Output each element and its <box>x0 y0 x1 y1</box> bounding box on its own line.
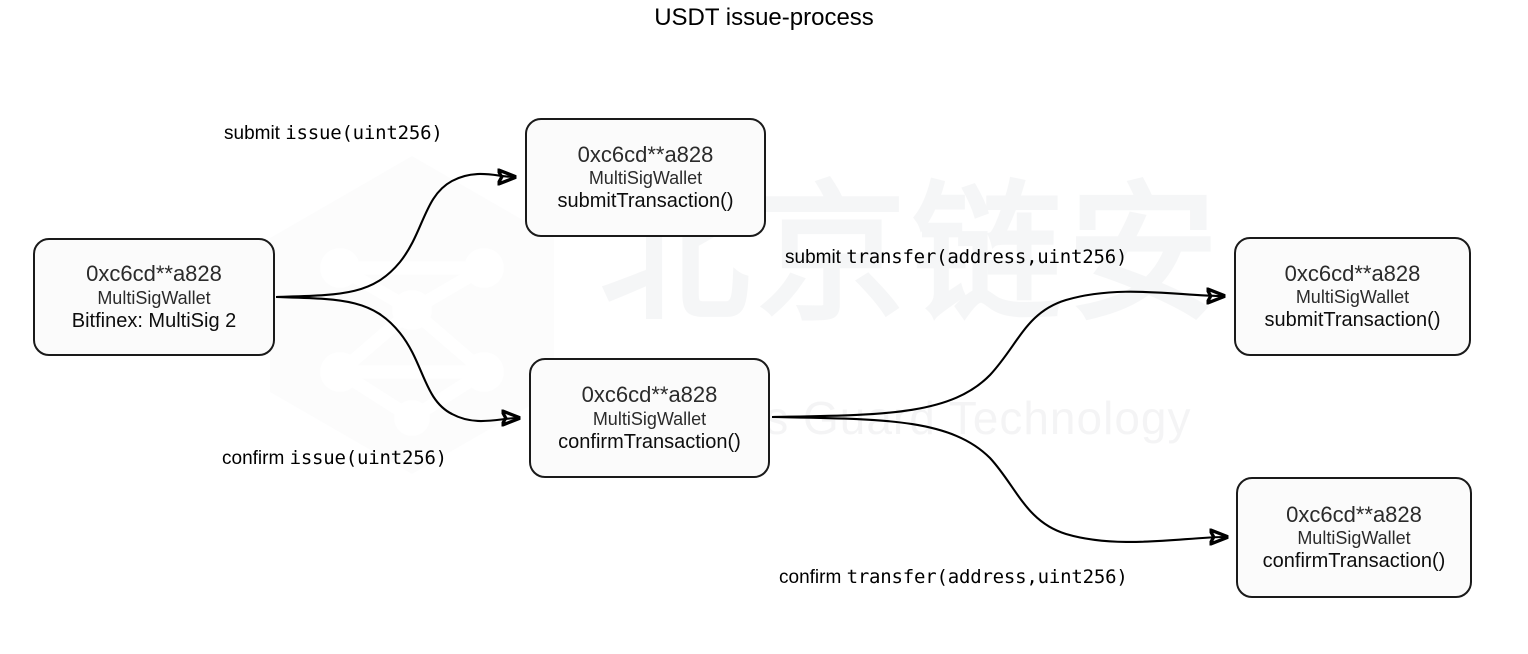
node-address: 0xc6cd**a828 <box>86 261 222 287</box>
node-contract: MultiSigWallet <box>1295 287 1410 308</box>
edge-label-submit-transfer: submit transfer(address,uint256) <box>785 246 1128 268</box>
edge-confirm-issue <box>275 295 518 421</box>
edge-label-signature: transfer(address,uint256) <box>846 246 1128 268</box>
edge-label-confirm-issue: confirm issue(uint256) <box>222 447 448 469</box>
node-submit-transfer[interactable]: 0xc6cd**a828 MultiSigWallet submitTransa… <box>1234 237 1471 356</box>
node-address: 0xc6cd**a828 <box>577 141 714 167</box>
node-detail: confirmTransaction() <box>558 430 741 453</box>
hexagon-network-logo-icon <box>270 156 554 474</box>
node-contract: MultiSigWallet <box>592 408 707 429</box>
edge-label-verb: confirm <box>779 567 847 588</box>
node-detail: submitTransaction() <box>557 190 734 213</box>
node-address: 0xc6cd**a828 <box>1284 260 1421 286</box>
edge-label-verb: confirm <box>222 448 290 469</box>
edge-label-confirm-transfer: confirm transfer(address,uint256) <box>779 566 1128 588</box>
node-contract: MultiSigWallet <box>97 287 211 308</box>
edge-label-signature: transfer(address,uint256) <box>846 566 1128 588</box>
node-source[interactable]: 0xc6cd**a828 MultiSigWallet Bitfinex: Mu… <box>33 238 275 356</box>
node-submit-issue[interactable]: 0xc6cd**a828 MultiSigWallet submitTransa… <box>525 118 766 237</box>
node-detail: Bitfinex: MultiSig 2 <box>71 309 237 332</box>
edge-confirm-transfer <box>771 415 1226 542</box>
edge-label-verb: submit <box>785 247 847 268</box>
edge-submit-issue <box>275 174 514 299</box>
page-title: USDT issue-process <box>654 4 874 31</box>
node-detail: confirmTransaction() <box>1262 550 1446 573</box>
edge-label-signature: issue(uint256) <box>289 447 448 469</box>
node-address: 0xc6cd**a828 <box>581 382 718 408</box>
node-contract: MultiSigWallet <box>1297 528 1411 549</box>
edge-label-verb: submit <box>224 123 286 144</box>
node-address: 0xc6cd**a828 <box>1286 501 1422 527</box>
node-detail: submitTransaction() <box>1264 309 1441 332</box>
edge-label-signature: issue(uint256) <box>285 122 443 144</box>
node-confirm-transfer[interactable]: 0xc6cd**a828 MultiSigWallet confirmTrans… <box>1236 477 1472 598</box>
node-confirm-issue[interactable]: 0xc6cd**a828 MultiSigWallet confirmTrans… <box>529 358 770 478</box>
node-contract: MultiSigWallet <box>588 168 703 189</box>
edge-label-submit-issue: submit issue(uint256) <box>224 122 443 144</box>
edge-submit-transfer <box>771 292 1223 419</box>
